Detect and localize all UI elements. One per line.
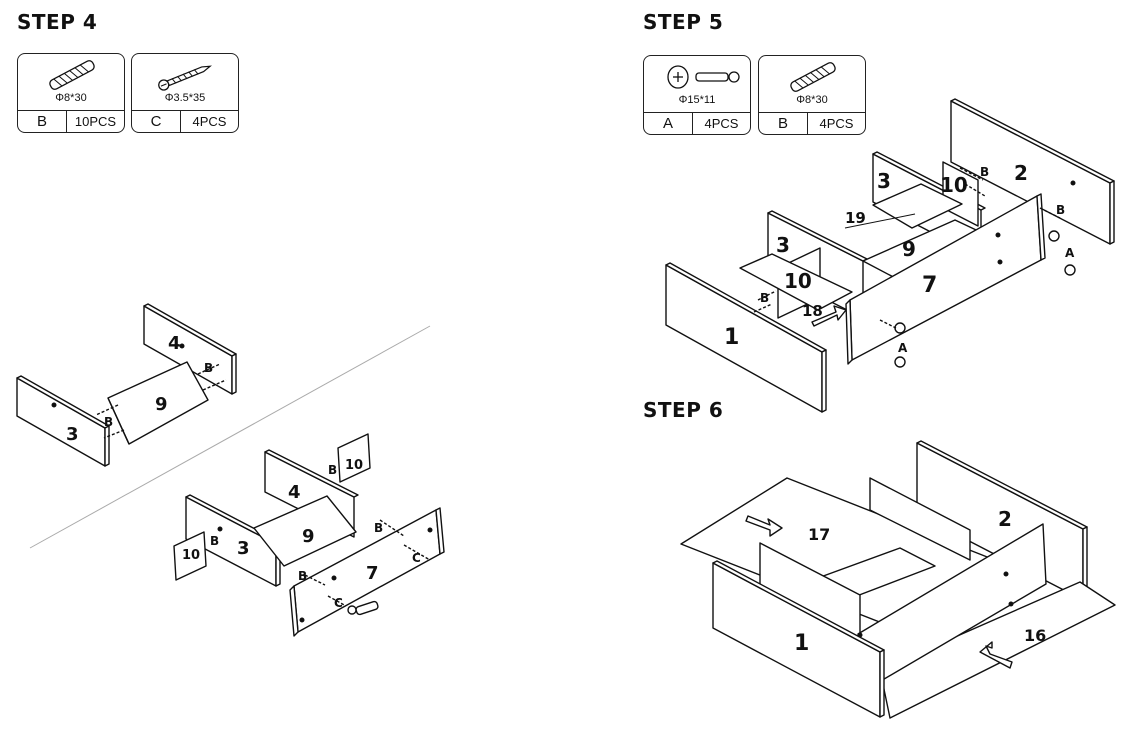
- part-number: 17: [808, 525, 830, 544]
- hardware-letter: B: [18, 111, 67, 132]
- part-number: 1: [794, 631, 809, 656]
- hardware-callout: B: [374, 521, 383, 535]
- part-number: 2: [1014, 161, 1028, 185]
- hardware-letter: A: [644, 113, 693, 134]
- cam-lock-icon: [667, 65, 740, 89]
- step4-subassembly-bottom: [173, 433, 445, 637]
- hardware-letter: B: [759, 113, 808, 134]
- step6-assembly: [680, 440, 1116, 719]
- part-number: 19: [845, 209, 866, 227]
- part-number: 10: [345, 458, 363, 473]
- hardware-letter: C: [132, 111, 181, 132]
- part-number: 9: [902, 237, 916, 261]
- hardware-callout: B: [760, 291, 769, 305]
- part-number: 1: [724, 325, 739, 350]
- part-number: 10: [940, 173, 968, 197]
- part-number: 9: [155, 394, 168, 415]
- hardware-spec: Φ15*11: [678, 94, 716, 106]
- step5-assembly: [665, 98, 1115, 413]
- dowel-icon: [49, 60, 95, 90]
- part-number: 10: [182, 548, 200, 563]
- step4-title: STEP 4: [17, 10, 98, 34]
- part-number: 2: [998, 507, 1012, 531]
- part-number: 7: [922, 273, 937, 298]
- part-number: 4: [168, 333, 181, 354]
- hardware-qty: 4PCS: [819, 116, 854, 131]
- part-number: 7: [366, 563, 379, 584]
- hardware-callout: B: [980, 165, 989, 179]
- hardware-qty: 4PCS: [704, 116, 739, 131]
- dowel-icon: [790, 62, 836, 92]
- hardware-qty: 4PCS: [192, 114, 227, 129]
- hardware-callout: B: [328, 463, 337, 477]
- hardware-box-c-step4: Φ3.5*35 C 4PCS: [131, 53, 239, 133]
- screw-icon: [158, 65, 212, 91]
- step5-title: STEP 5: [643, 10, 724, 34]
- step4-subassembly-top: [16, 303, 237, 467]
- part-number: 3: [877, 169, 891, 193]
- hardware-callout: C: [334, 596, 343, 610]
- step6-title: STEP 6: [643, 398, 724, 422]
- hardware-spec: Φ3.5*35: [164, 92, 206, 104]
- hardware-spec: Φ8*30: [55, 92, 87, 104]
- hardware-callout: B: [204, 361, 213, 375]
- hardware-spec: Φ8*30: [796, 94, 828, 106]
- hardware-callout: A: [1065, 246, 1075, 260]
- hardware-box-b-step5: Φ8*30 B 4PCS: [758, 55, 866, 135]
- hardware-callout: C: [412, 551, 421, 565]
- part-number: 10: [784, 269, 812, 293]
- part-number: 3: [776, 233, 790, 257]
- hardware-callout: A: [898, 341, 908, 355]
- part-number: 3: [66, 424, 79, 445]
- part-number: 16: [1024, 626, 1046, 645]
- hardware-box-a-step5: Φ15*11 A 4PCS: [643, 55, 751, 135]
- hardware-callout: B: [1056, 203, 1065, 217]
- hardware-qty: 10PCS: [74, 114, 117, 129]
- hardware-callout: B: [104, 415, 113, 429]
- hardware-box-b-step4: Φ8*30 B 10PCS: [17, 53, 125, 133]
- hardware-callout: B: [210, 534, 219, 548]
- part-number: 18: [802, 302, 823, 320]
- hardware-callout: B: [298, 569, 307, 583]
- part-number: 3: [237, 538, 250, 559]
- part-number: 4: [288, 482, 301, 503]
- part-number: 9: [302, 526, 315, 547]
